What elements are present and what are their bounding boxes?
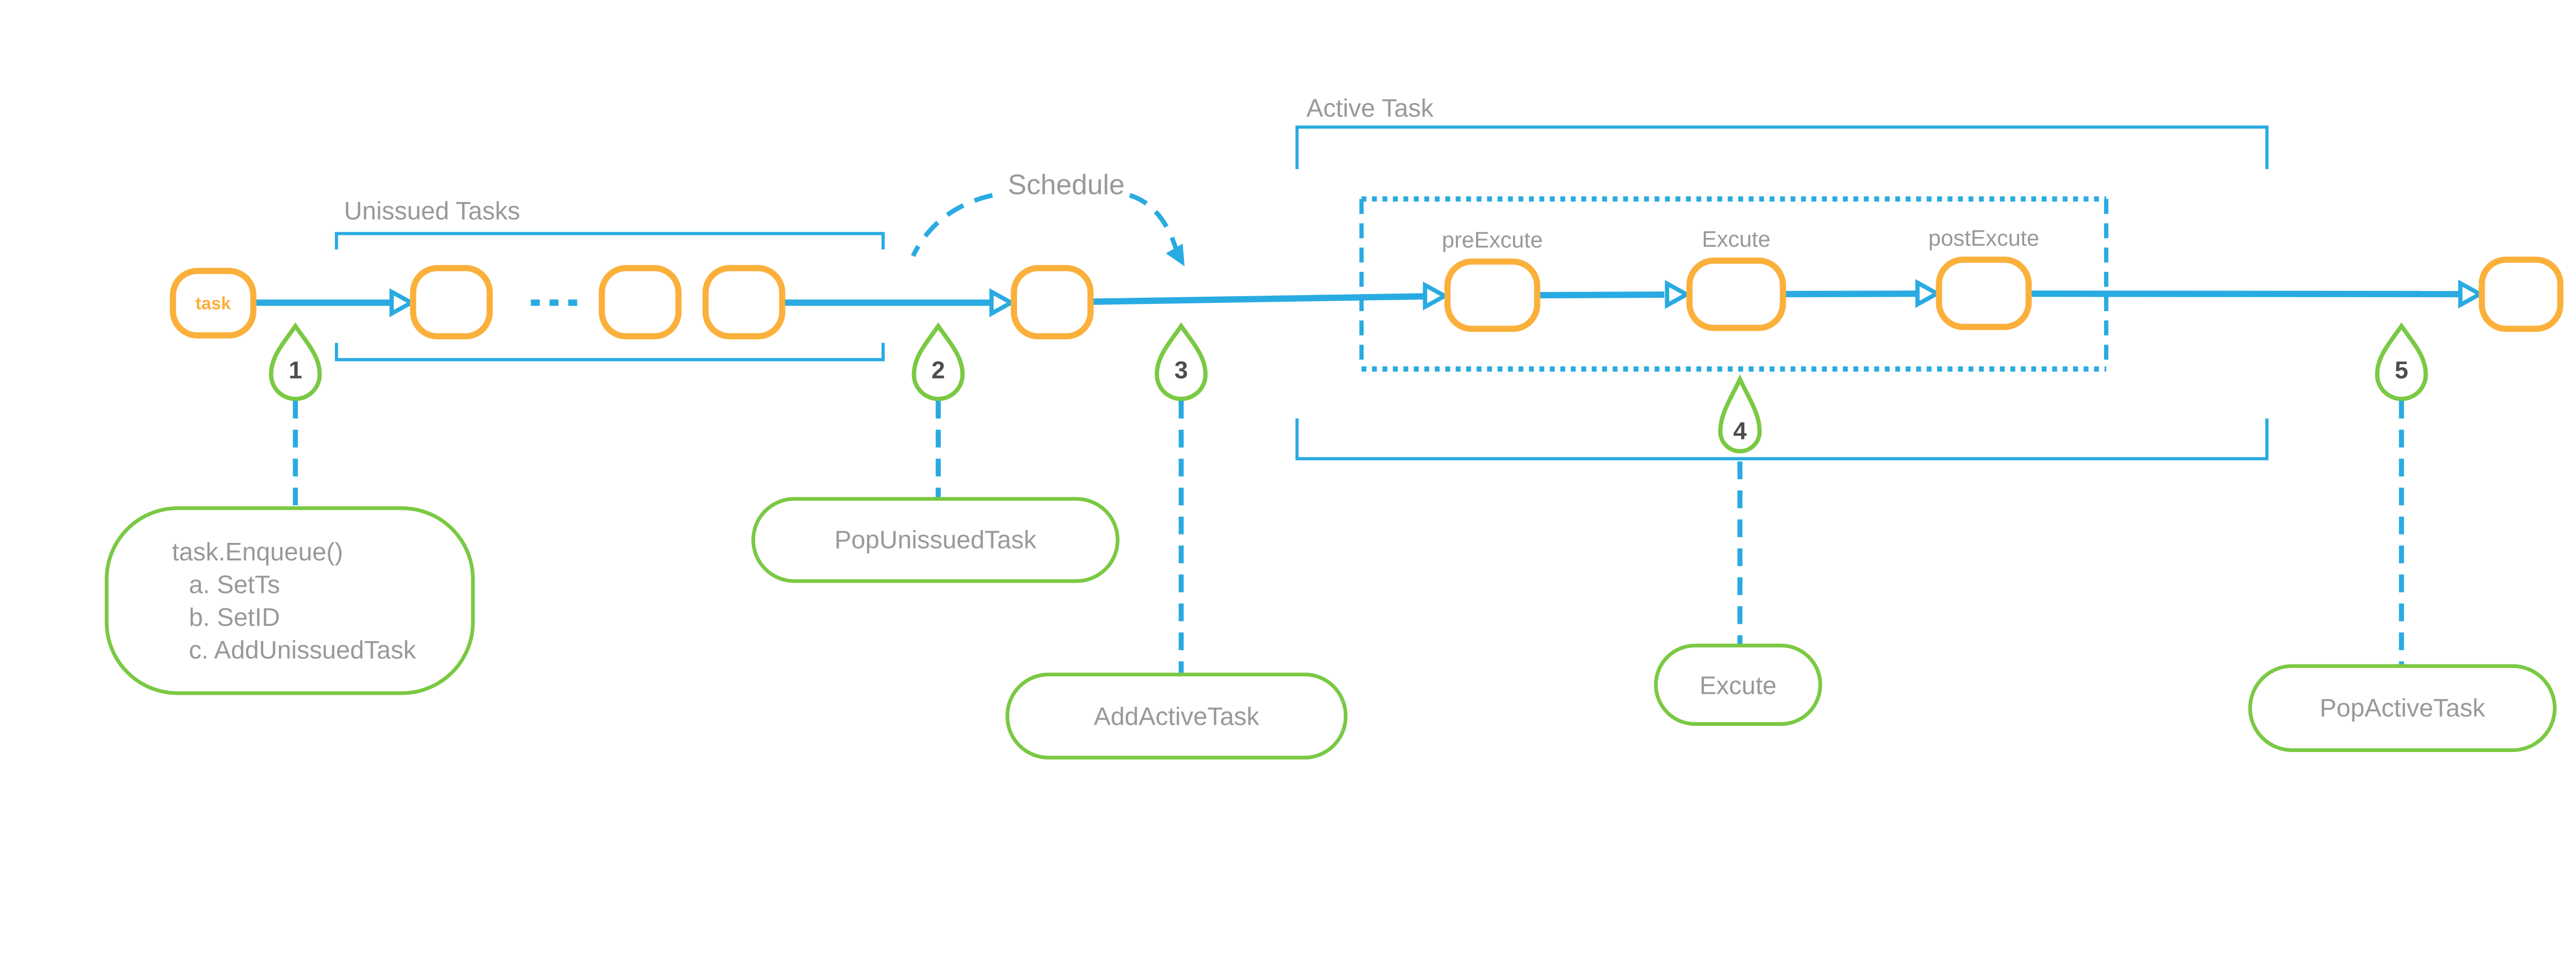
pre-excute-node [1444,258,1540,332]
pre-excute-label: preExcute [1442,228,1543,253]
excute-node [1686,258,1786,331]
queue-ellipsis-dot [549,299,559,306]
arrowhead-icon [2458,279,2485,309]
note-enqueue-line-2: a. SetTs [189,571,280,599]
schedule-arc-arrowhead-icon [1165,243,1185,266]
marker-number-3: 3 [1175,356,1188,384]
note-box-excute [1654,643,1822,726]
step-markers: 1 2 3 4 5 [269,322,2428,454]
note-add-active-task-label: AddActiveTask [1094,703,1260,730]
schedule-label: Schedule [1008,169,1125,200]
note-boxes: task.Enqueue() a. SetTs b. SetID c. AddU… [105,497,2557,760]
start-task-node-label: task [195,294,231,313]
active-task-bottom-bracket [1295,418,2269,460]
queue-ellipsis-dot [531,299,540,306]
unissued-tasks-label: Unissued Tasks [344,197,520,225]
schedule-right-arc [1129,193,1179,251]
marker-leader-lines [293,401,2404,684]
marker-pin-3 [1155,322,1208,401]
queue-ellipsis-dot [568,299,578,306]
note-pop-active-task-label: PopActiveTask [2320,694,2486,722]
excute-label: Excute [1702,227,1770,252]
unissued-tasks-group: Unissued Tasks [335,197,885,362]
marker-pin-5 [2375,322,2428,401]
marker-pin-2 [911,322,965,401]
flow-line-schedule-to-preexcute [1090,293,1426,305]
note-box-add-active-task [1005,672,1348,760]
note-box-enqueue [105,506,475,695]
note-enqueue-line-4: c. AddUnissuedTask [189,637,416,664]
note-pop-unissued-task-label: PopUnissuedTask [835,526,1037,554]
marker-number-1: 1 [289,356,302,384]
active-task-label: Active Task [1307,95,1434,123]
active-task-top-bracket [1295,125,2269,169]
post-excute-label: postExcute [1928,226,2039,251]
arrowhead-icon [1915,279,1942,308]
note-excute-label: Excute [1700,672,1777,700]
arrowhead-icon [1422,281,1449,311]
arrowhead-icon [1665,280,1691,309]
schedule-node [1011,265,1094,339]
note-box-pop-unissued-task [751,497,1120,583]
arrowhead-icon [389,288,416,317]
start-task-node [170,267,257,339]
marker-number-5: 5 [2395,356,2408,384]
unissued-queue-node-3 [702,265,786,339]
main-flow [254,279,2485,317]
arrowhead-icon [989,288,1016,317]
marker-pin-1 [269,322,322,401]
note-enqueue-line-1: task.Enqueue() [172,538,343,566]
note-enqueue-line-3: b. SetID [189,604,280,631]
schedule-group: Schedule [911,169,1185,266]
unissued-queue-node-2 [599,265,682,339]
end-task-node [2479,257,2564,332]
unissued-tasks-top-bracket [335,232,885,250]
unissued-tasks-bottom-bracket [335,343,885,362]
task-nodes: task preExcute Excute postExcute [170,226,2564,339]
marker-number-2: 2 [931,356,945,384]
note-box-pop-active-task [2248,664,2557,752]
schedule-left-arc [911,193,993,257]
post-excute-node [1936,257,2032,330]
execute-region-dotted-box [1359,196,2109,372]
unissued-queue-node-1 [410,265,493,339]
active-task-group: Active Task [1295,95,2269,460]
marker-pin-4 [1718,374,1762,454]
marker-number-4: 4 [1733,417,1747,444]
